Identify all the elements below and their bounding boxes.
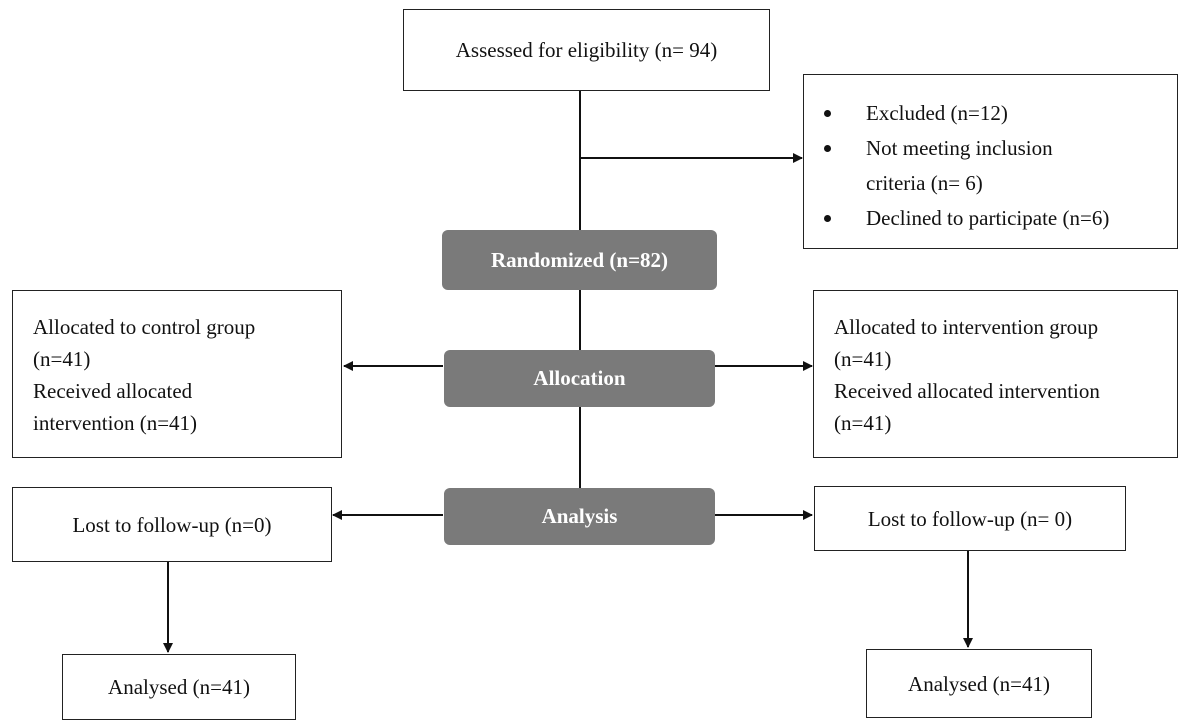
assessed-box: Assessed for eligibility (n= 94) [403,9,770,91]
excluded-item: Declined to participate (n=6) [804,201,1177,236]
control-allocation-box: Allocated to control group (n=41) Receiv… [12,290,342,458]
analysis-stage: Analysis [444,488,715,545]
excluded-box: Excluded (n=12) Not meeting inclusion cr… [803,74,1178,249]
intervention-analysed-box: Analysed (n=41) [866,649,1092,718]
intervention-followup-box: Lost to follow-up (n= 0) [814,486,1126,551]
intervention-analysed-label: Analysed (n=41) [908,671,1050,696]
control-lost-label: Lost to follow-up (n=0) [72,512,272,537]
intervention-allocated-line2: (n=41) [834,347,892,371]
excluded-title: Excluded (n=12) [866,101,1008,125]
intervention-received-line1: Received allocated intervention [834,379,1100,403]
control-analysed-box: Analysed (n=41) [62,654,296,720]
allocation-stage: Allocation [444,350,715,407]
excluded-item: Excluded (n=12) [804,96,1177,131]
control-allocated-line2: (n=41) [33,347,91,371]
excluded-list: Excluded (n=12) Not meeting inclusion cr… [804,75,1177,236]
declined-label: Declined to participate (n=6) [866,206,1110,230]
allocation-label: Allocation [533,366,626,390]
excluded-item: Not meeting inclusion criteria (n= 6) [804,131,1177,201]
not-meeting-line2: criteria (n= 6) [866,171,983,195]
control-analysed-label: Analysed (n=41) [108,675,250,699]
analysis-label: Analysis [541,504,618,528]
control-followup-box: Lost to follow-up (n=0) [12,487,332,562]
control-received-line1: Received allocated [33,379,193,403]
randomized-label: Randomized (n=82) [490,247,669,272]
randomized-stage: Randomized (n=82) [442,230,717,290]
control-allocated-line1: Allocated to control group [33,315,256,339]
control-received-line2: intervention (n=41) [33,411,198,435]
intervention-allocated-line1: Allocated to intervention group [834,315,1099,339]
assessed-label: Assessed for eligibility (n= 94) [455,38,718,62]
intervention-lost-label: Lost to follow-up (n= 0) [867,506,1073,531]
intervention-received-line2: (n=41) [834,411,892,435]
not-meeting-line1: Not meeting inclusion [866,136,1053,160]
intervention-allocation-box: Allocated to intervention group (n=41) R… [813,290,1178,458]
